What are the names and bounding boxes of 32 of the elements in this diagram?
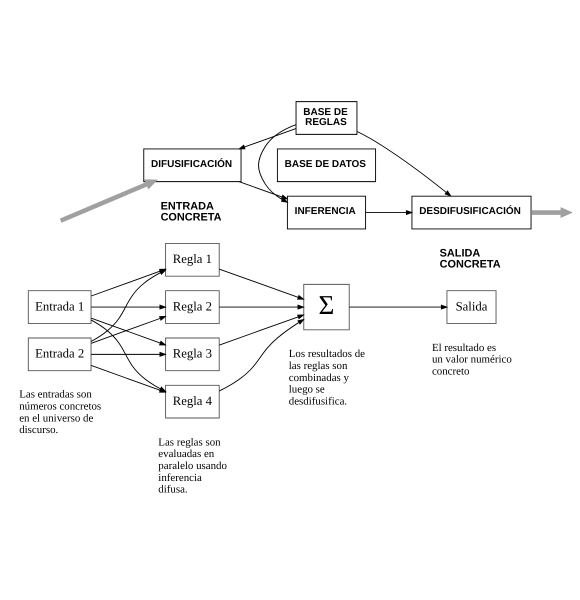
node-box: Regla 3	[165, 337, 220, 371]
node-box: DESDIFUSIFICACIÓN	[412, 195, 532, 229]
node-box: BASE DE REGLAS	[296, 100, 358, 134]
label: El resultado es un valor numérico concreto	[432, 341, 512, 377]
node-box: Σ	[303, 283, 350, 330]
arrow	[218, 304, 305, 310]
node-box: INFERENCIA	[286, 195, 366, 229]
arrow	[258, 124, 296, 202]
label: SALIDA CONCRETA	[440, 247, 501, 270]
arrow	[218, 268, 305, 300]
arrow	[90, 304, 167, 310]
node-box: Regla 1	[165, 242, 220, 276]
arrow	[60, 178, 158, 222]
arrow	[218, 318, 305, 391]
arrow	[218, 314, 305, 345]
arrow	[238, 128, 296, 149]
arrow	[90, 351, 167, 356]
node-box: Entrada 2	[28, 337, 92, 371]
node-box: Entrada 1	[28, 290, 92, 324]
node-box: Regla 4	[165, 384, 220, 418]
node-box: DIFUSIFICACIÓN	[143, 148, 242, 182]
arrow	[365, 210, 414, 215]
label: Los resultados de las reglas son combinadas y luego se desdifusifica.	[288, 348, 365, 407]
label: ENTRADA CONCRETA	[160, 200, 222, 223]
arrow	[531, 206, 572, 218]
node-box: Regla 2	[165, 290, 220, 324]
arrow	[349, 304, 448, 310]
arrow	[356, 130, 452, 196]
node-box: BASE DE DATOS	[276, 148, 376, 182]
label: Las entradas son números concretos en el universo de discurso.	[19, 388, 102, 436]
node-box: Salida	[446, 290, 496, 324]
label: Las reglas son evaluadas en paralelo usando inferencia difusa.	[158, 436, 227, 496]
